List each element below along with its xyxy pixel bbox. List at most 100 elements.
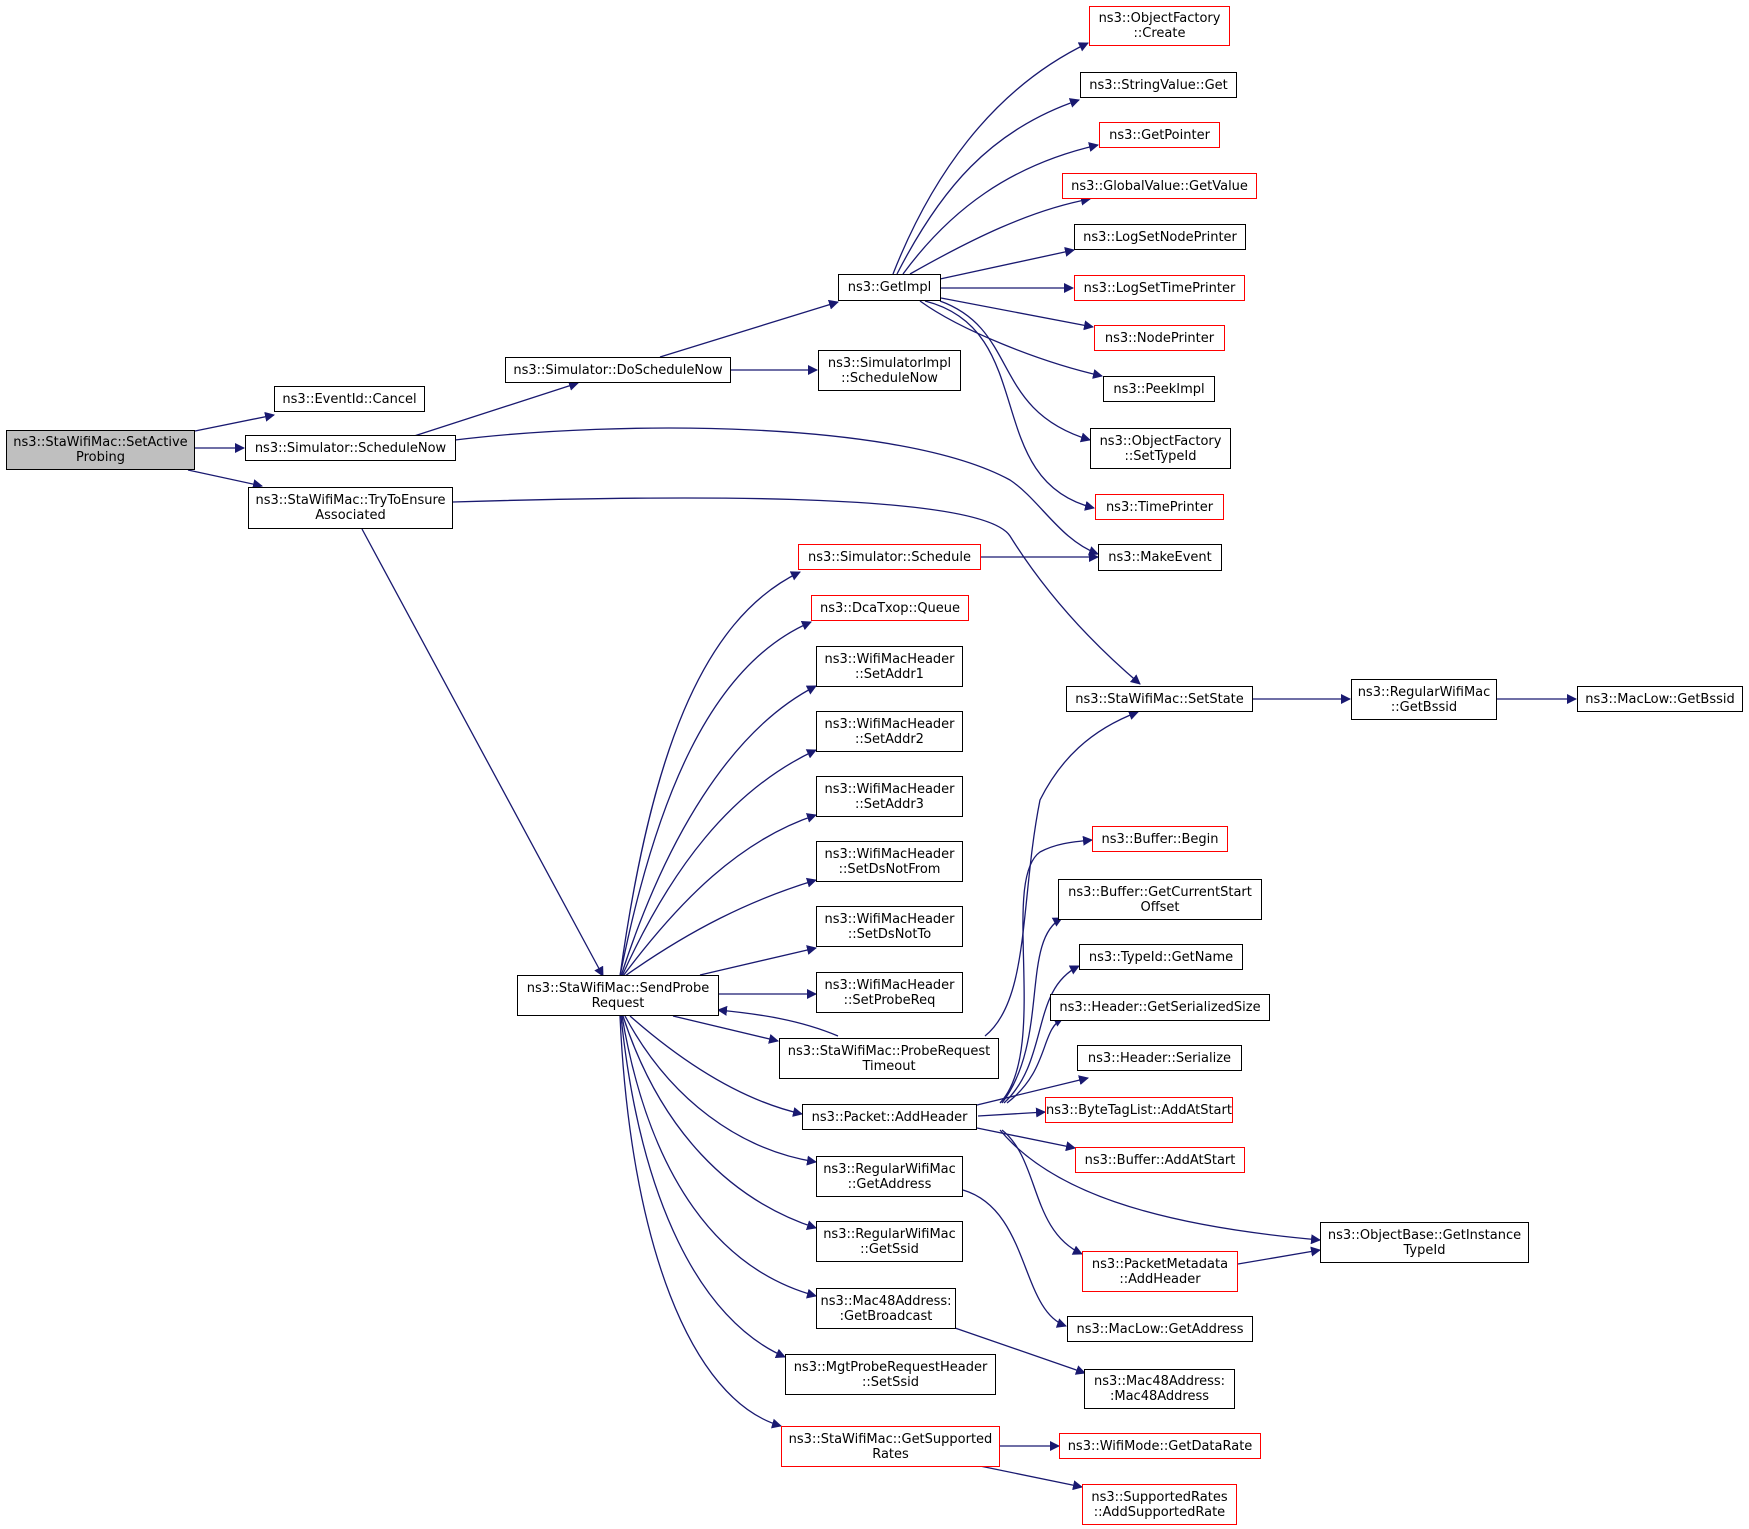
node-packetmetadata-addheader-line2: ::AddHeader [1119,1271,1201,1287]
node-simulator-doschedulenow[interactable]: ns3::Simulator::DoScheduleNow [505,357,731,383]
node-setaddr2-line1: ns3::WifiMacHeader [824,716,955,732]
edge-getsupportedrates-to-addsupportedrate [979,1465,1083,1491]
node-timeprinter[interactable]: ns3::TimePrinter [1095,494,1224,520]
edge-proberequesttimeout-to-setstate [984,710,1139,1037]
node-simulator-schedule[interactable]: ns3::Simulator::Schedule [798,544,981,570]
node-supportedrates-addsupportedrate[interactable]: ns3::SupportedRates::AddSupportedRate [1082,1484,1237,1525]
node-header-serialize[interactable]: ns3::Header::Serialize [1077,1045,1242,1071]
node-bytetaglist-addatstart[interactable]: ns3::ByteTagList::AddAtStart [1045,1097,1233,1123]
edge-addheader-to-bytetaglist-addatstart [977,1107,1046,1118]
node-setdsnotfrom[interactable]: ns3::WifiMacHeader::SetDsNotFrom [816,841,963,882]
node-getsupportedrates-line1: ns3::StaWifiMac::GetSupported [788,1431,993,1447]
node-regularwifimac-getssid[interactable]: ns3::RegularWifiMac::GetSsid [816,1221,963,1262]
node-eventid-cancel[interactable]: ns3::EventId::Cancel [274,386,425,412]
node-logsetnodeprinter[interactable]: ns3::LogSetNodePrinter [1074,224,1246,250]
node-mac48address-ctor[interactable]: ns3::Mac48Address::Mac48Address [1084,1369,1235,1409]
node-typeid-getname[interactable]: ns3::TypeId::GetName [1079,944,1243,970]
node-packet-addheader[interactable]: ns3::Packet::AddHeader [802,1104,977,1130]
node-regularwifimac-getaddress[interactable]: ns3::RegularWifiMac::GetAddress [816,1156,963,1197]
node-logsettimeprinter[interactable]: ns3::LogSetTimePrinter [1074,275,1245,301]
edge-sendprobe-to-getsupportedrates [619,1015,782,1429]
node-stringvalue-get[interactable]: ns3::StringValue::Get [1080,72,1237,98]
node-maclow-getbssid[interactable]: ns3::MacLow::GetBssid [1577,686,1743,712]
edge-sendprobe-to-setdsnotto [699,945,817,976]
node-header-serialize-label: ns3::Header::Serialize [1087,1050,1232,1066]
edge-sendprobe-to-setaddr1 [620,685,817,977]
node-globalvalue-getvalue[interactable]: ns3::GlobalValue::GetValue [1062,173,1257,199]
node-buffer-getcurrentstartoffset-line2: Offset [1140,899,1180,915]
node-buffer-addatstart[interactable]: ns3::Buffer::AddAtStart [1075,1147,1245,1173]
node-simulator-schedulenow[interactable]: ns3::Simulator::ScheduleNow [245,435,456,461]
node-dcatxop-queue[interactable]: ns3::DcaTxop::Queue [811,595,969,621]
node-setstate[interactable]: ns3::StaWifiMac::SetState [1066,686,1253,712]
node-regularwifimac-getbssid-line1: ns3::RegularWifiMac [1357,684,1491,700]
edge-addheader-to-buffer-begin [999,835,1093,1104]
edge-getimpl-to-stringvalue-get [896,98,1080,275]
node-buffer-getcurrentstartoffset-line1: ns3::Buffer::GetCurrentStart [1068,884,1252,900]
edge-sendprobe-to-getaddress [624,1015,817,1166]
node-regularwifimac-getaddress-line2: ::GetAddress [847,1176,932,1192]
node-objectfactory-create[interactable]: ns3::ObjectFactory::Create [1089,6,1230,46]
node-setdsnotfrom-line1: ns3::WifiMacHeader [824,846,955,862]
node-setaddr3[interactable]: ns3::WifiMacHeader::SetAddr3 [816,776,963,817]
edge-getimpl-to-globalvalue-getvalue [909,195,1091,275]
node-objectfactory-settypeid-line2: ::SetTypeId [1124,448,1197,464]
node-setprobereq[interactable]: ns3::WifiMacHeader::SetProbeReq [816,972,963,1013]
node-proberequesttimeout-line1: ns3::StaWifiMac::ProbeRequest [787,1043,991,1059]
node-peekimpl[interactable]: ns3::PeekImpl [1103,376,1215,402]
node-makeevent[interactable]: ns3::MakeEvent [1098,544,1222,571]
node-regularwifimac-getbssid[interactable]: ns3::RegularWifiMac::GetBssid [1351,679,1497,720]
node-sendproberequest-line2: Request [591,995,645,1011]
node-setaddr1-line2: ::SetAddr1 [855,666,924,682]
node-setdsnotto-line1: ns3::WifiMacHeader [824,911,955,927]
node-simulatorimpl-schedulenow[interactable]: ns3::SimulatorImpl::ScheduleNow [818,350,961,391]
node-regularwifimac-getaddress-line1: ns3::RegularWifiMac [823,1161,956,1177]
node-wifimode-getdatarate[interactable]: ns3::WifiMode::GetDataRate [1059,1433,1261,1459]
edge-schedulenow-to-makeevent [454,427,1099,556]
node-packetmetadata-addheader[interactable]: ns3::PacketMetadata::AddHeader [1082,1251,1238,1292]
node-objectfactory-create-line2: ::Create [1133,26,1186,41]
node-getpointer[interactable]: ns3::GetPointer [1099,122,1220,148]
node-buffer-begin[interactable]: ns3::Buffer::Begin [1092,826,1228,852]
node-nodeprinter[interactable]: ns3::NodePrinter [1094,325,1225,351]
node-setaddr1[interactable]: ns3::WifiMacHeader::SetAddr1 [816,646,963,687]
edge-getimpl-to-logsetnodeprinter [939,247,1075,280]
edge-getimpl-to-timeprinter [924,300,1095,511]
edge-trytoensure-to-sendproberequest [361,528,604,977]
node-header-getserializedsize[interactable]: ns3::Header::GetSerializedSize [1050,994,1270,1021]
node-setaddr2-line2: ::SetAddr2 [855,731,924,747]
node-simulator-schedule-label: ns3::Simulator::Schedule [807,549,972,565]
node-objectfactory-settypeid[interactable]: ns3::ObjectFactory::SetTypeId [1090,428,1231,469]
edge-schedulenow-to-doschedulenow [407,381,579,439]
node-mgtproberequestheader-setssid[interactable]: ns3::MgtProbeRequestHeader::SetSsid [785,1354,996,1395]
node-nodeprinter-label: ns3::NodePrinter [1104,330,1215,346]
node-getimpl[interactable]: ns3::GetImpl [838,274,941,301]
node-mac48address-getbroadcast[interactable]: ns3::Mac48Address::GetBroadcast [816,1288,956,1329]
node-maclow-getaddress[interactable]: ns3::MacLow::GetAddress [1067,1316,1253,1342]
node-simulatorimpl-schedulenow-line2: ::ScheduleNow [841,370,938,386]
node-logsetnodeprinter-label: ns3::LogSetNodePrinter [1083,229,1237,245]
node-setdsnotto[interactable]: ns3::WifiMacHeader::SetDsNotTo [816,906,963,947]
node-regularwifimac-getssid-line2: ::GetSsid [860,1241,919,1257]
node-simulator-schedulenow-label: ns3::Simulator::ScheduleNow [254,440,447,456]
edge-sendprobe-to-setdsnotfrom [624,877,817,977]
node-maclow-getbssid-label: ns3::MacLow::GetBssid [1585,691,1735,707]
edge-doschedulenow-to-getimpl [659,299,839,358]
edge-sendprobe-to-schedule [619,571,801,977]
node-logsettimeprinter-label: ns3::LogSetTimePrinter [1083,280,1236,296]
node-setprobereq-line2: ::SetProbeReq [843,992,936,1008]
node-packetmetadata-addheader-line1: ns3::PacketMetadata [1091,1256,1229,1272]
node-trytoensureassociated-line1: ns3::StaWifiMac::TryToEnsure [255,493,446,508]
node-dcatxop-queue-label: ns3::DcaTxop::Queue [819,600,961,616]
node-buffer-addatstart-label: ns3::Buffer::AddAtStart [1084,1152,1236,1168]
node-objectfactory-settypeid-line1: ns3::ObjectFactory [1099,433,1222,449]
node-setaddr2[interactable]: ns3::WifiMacHeader::SetAddr2 [816,711,963,752]
edge-addheader-to-packetmetadata-addheader [1001,1129,1083,1255]
node-objectbase-getinstancetypeid-line1: ns3::ObjectBase::GetInstance [1327,1227,1522,1243]
